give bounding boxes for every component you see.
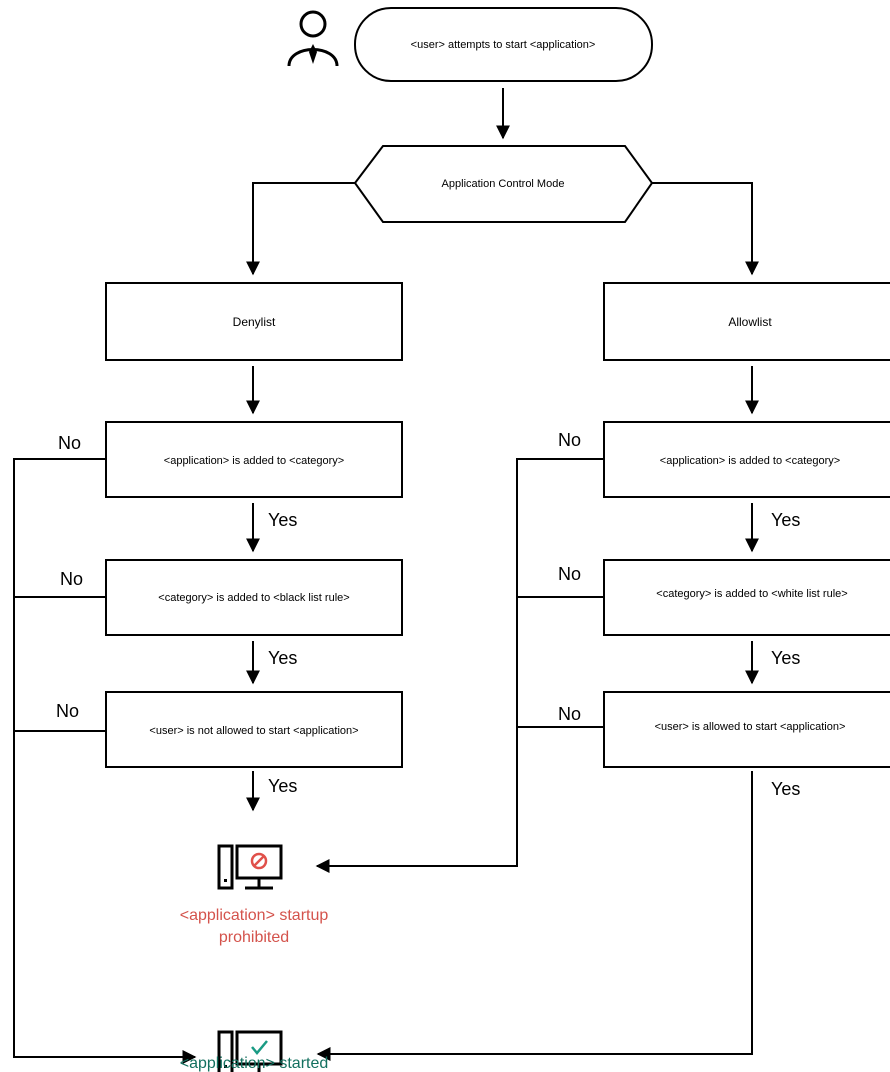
allowlist-check-1 [603,421,890,498]
allowlist-label: Allowlist [728,315,772,329]
prohibited-outcome-line1: <application> startup [180,907,329,924]
denylist-no-2: No [60,569,83,589]
computer-started-icon [217,1030,283,1072]
start-node [354,7,653,82]
allowlist-check-3 [603,691,890,768]
allowlist-check-3-label: <user> is allowed to start <application> [655,721,846,733]
denylist-yes-2: Yes [268,648,297,668]
allowlist-no-line [315,458,604,873]
allowlist-yes-3: Yes [771,779,800,799]
allowlist-no-1: No [558,430,581,450]
allowlist-check-2-label: <category> is added to <white list rule> [656,588,847,600]
denylist-check-3 [105,691,403,768]
started-outcome-label: <application> started [180,1055,329,1072]
allowlist-no-2: No [558,564,581,584]
denylist-check-1 [105,421,403,498]
denylist-no-line [13,458,197,1064]
arrow-mode-to-denylist [246,182,355,276]
denylist-check-2-label: <category> is added to <black list rule> [158,592,349,604]
allowlist-yes-2: Yes [771,648,800,668]
allowlist-check-1-label: <application> is added to <category> [660,455,840,467]
prohibited-outcome-line2: prohibited [219,929,289,946]
denylist-no-3: No [56,701,79,721]
allowlist-node [603,282,890,361]
allowlist-no-3: No [558,704,581,724]
denylist-yes-3: Yes [268,776,297,796]
start-node-label: <user> attempts to start <application> [411,39,596,51]
denylist-no-1: No [58,433,81,453]
allowlist-yes-1: Yes [771,510,800,530]
mode-decision-label: Application Control Mode [442,178,565,190]
arrow-mode-to-allowlist [652,182,759,276]
denylist-check-3-label: <user> is not allowed to start <applicat… [149,725,358,737]
denylist-label: Denylist [233,315,276,329]
allowlist-check-2 [603,559,890,636]
computer-prohibited-icon [217,844,283,890]
user-icon [287,10,339,67]
denylist-check-1-label: <application> is added to <category> [164,455,344,467]
arrow-allowlist-check3-to-started [316,771,753,1061]
denylist-check-2 [105,559,403,636]
denylist-node [105,282,403,361]
denylist-yes-1: Yes [268,510,297,530]
